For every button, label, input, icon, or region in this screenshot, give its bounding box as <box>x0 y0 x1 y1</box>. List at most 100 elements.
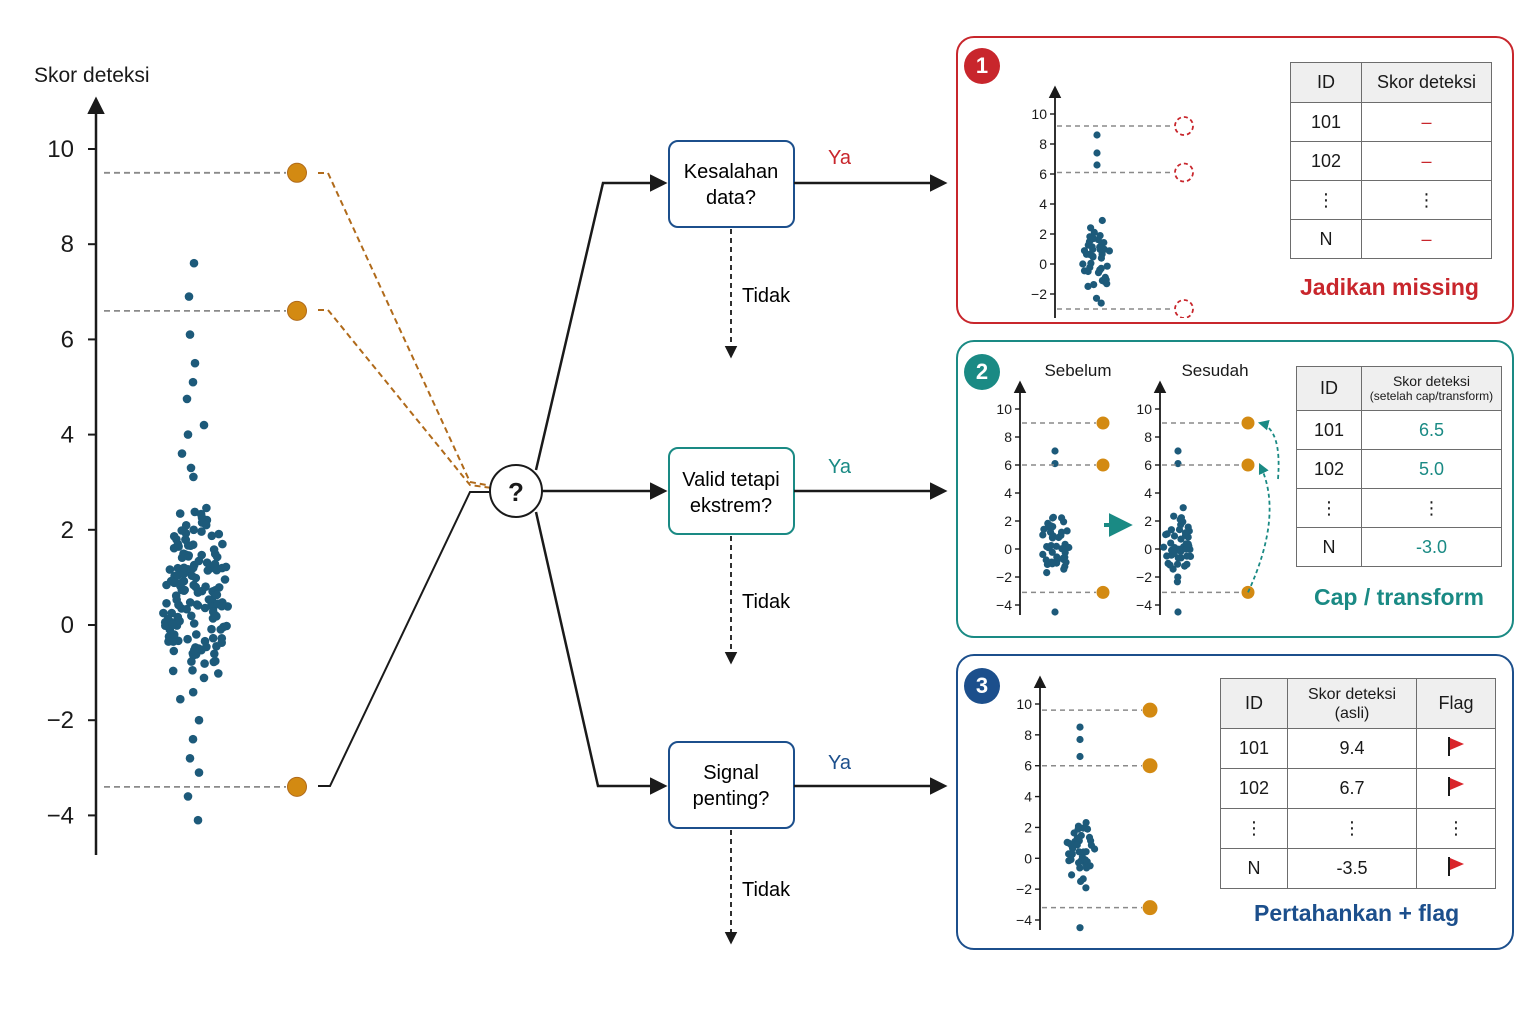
data-dot <box>185 598 195 607</box>
mini-tick-label: 0 <box>1004 541 1012 557</box>
data-dot <box>1166 561 1174 569</box>
data-dot <box>175 509 185 518</box>
table-header-score: Skor deteksi (asli) <box>1287 678 1417 729</box>
panel-3-action-label: Pertahankan + flag <box>1254 900 1460 926</box>
data-dot <box>1093 149 1101 157</box>
cell-id: 101 <box>1296 410 1362 450</box>
table-row: ⋮ ⋮ <box>1290 180 1492 220</box>
table-row: ⋮ ⋮ <box>1296 488 1502 528</box>
data-dot <box>193 588 203 597</box>
data-dot <box>189 258 199 268</box>
connector-mid-outlier <box>318 309 493 489</box>
data-dot <box>174 600 183 610</box>
data-dot <box>1167 526 1175 534</box>
data-dot <box>212 565 221 575</box>
data-dot <box>1170 550 1178 558</box>
data-dot <box>1174 573 1182 581</box>
cell-score: 6.7 <box>1287 768 1417 809</box>
data-dot <box>182 604 191 614</box>
data-dot <box>168 620 178 629</box>
mini-tick-label: −4 <box>1136 597 1152 613</box>
data-dot <box>179 586 189 595</box>
data-dot <box>211 611 220 620</box>
data-dot <box>176 694 185 704</box>
table-header-score: Skor deteksi (setelah cap/transform) <box>1361 366 1502 411</box>
data-dot <box>1170 532 1179 540</box>
data-dot <box>1096 266 1104 274</box>
data-dot <box>1160 543 1168 551</box>
data-dot <box>210 649 219 659</box>
mini-tick-label: 2 <box>1024 819 1032 835</box>
cell-id: 101 <box>1290 102 1362 142</box>
data-dot <box>165 565 175 574</box>
data-dot <box>217 634 227 643</box>
data-dot <box>1082 819 1090 827</box>
data-dot <box>1090 281 1098 289</box>
data-dot <box>162 599 171 608</box>
data-dot <box>177 578 186 588</box>
table-header-flag: Flag <box>1416 678 1496 729</box>
panel-2-action-label: Cap / transform <box>1314 584 1484 610</box>
data-dot <box>185 754 195 763</box>
data-dot <box>1163 552 1171 560</box>
tick-label: −2 <box>47 707 74 734</box>
data-dot <box>184 551 193 560</box>
mini-tick-label: 10 <box>996 401 1012 417</box>
tick-label: 8 <box>61 231 74 258</box>
mini-tick-label: 6 <box>1024 758 1032 774</box>
mini-tick-label: 8 <box>1004 429 1012 445</box>
table-row: 101 – <box>1290 102 1492 142</box>
mini-tick-label: 6 <box>1039 166 1047 182</box>
mini-tick-label: 8 <box>1024 727 1032 743</box>
table-header-id: ID <box>1296 366 1362 411</box>
data-dot <box>208 633 218 643</box>
mini-tick-label: 6 <box>1004 457 1012 473</box>
panel-2-badge: 2 <box>964 354 1000 390</box>
outlier-point <box>287 162 307 183</box>
data-dot <box>1068 850 1076 858</box>
cell-score: 9.4 <box>1287 728 1417 769</box>
header-score-line1: Skor deteksi <box>1307 685 1397 703</box>
data-dot <box>1063 527 1071 535</box>
capped-point <box>1241 416 1255 430</box>
kept-outlier-point <box>1142 900 1158 916</box>
data-dot <box>1087 259 1095 267</box>
data-dot <box>1181 562 1189 570</box>
mini-tick-label: −2 <box>1031 286 1047 302</box>
data-dot <box>1170 512 1178 520</box>
mini-tick-label: 10 <box>1031 106 1047 122</box>
cell-score: -3.0 <box>1361 527 1502 567</box>
data-dot <box>201 520 211 530</box>
data-dot <box>189 619 199 628</box>
mini-tick-label: 0 <box>1144 541 1152 557</box>
data-dot <box>167 608 176 618</box>
data-dot <box>1051 608 1059 616</box>
cell-score: – <box>1361 141 1492 181</box>
data-dot <box>214 583 224 592</box>
panel-3-badge: 3 <box>964 668 1000 704</box>
data-dot <box>202 558 212 567</box>
data-dot <box>201 582 210 591</box>
cell-id: N <box>1290 219 1362 259</box>
data-dot <box>1058 514 1066 522</box>
mini-tick-label: 4 <box>1004 485 1012 501</box>
data-dot <box>177 449 187 458</box>
data-dot <box>194 768 204 777</box>
mini-tick-label: 4 <box>1039 196 1047 212</box>
data-dot <box>177 526 186 535</box>
data-dot <box>175 616 184 626</box>
data-dot <box>1052 542 1060 550</box>
removed-point <box>1174 162 1194 183</box>
data-dot <box>1082 864 1091 872</box>
data-dot <box>1082 250 1091 258</box>
cell-flag <box>1416 728 1496 769</box>
data-dot <box>188 687 198 697</box>
cell-id: N <box>1220 848 1288 889</box>
data-dot <box>1065 543 1073 552</box>
data-dot <box>1181 529 1190 537</box>
header-score-line2: (asli) <box>1334 704 1370 722</box>
data-dot <box>1176 515 1184 524</box>
no-label-2: Tidak <box>742 591 791 613</box>
